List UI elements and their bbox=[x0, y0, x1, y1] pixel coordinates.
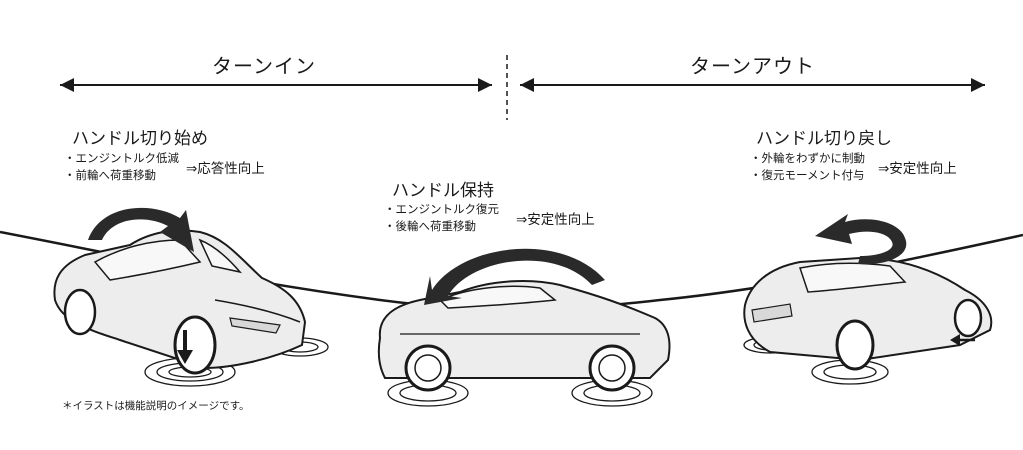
step-hold-bullet: ・後輪へ荷重移動 bbox=[384, 219, 476, 233]
turn-in-double-arrow-icon bbox=[60, 78, 492, 92]
curved-arrow-icon bbox=[424, 248, 605, 305]
step-return-title: ハンドル切り戻し bbox=[756, 129, 892, 149]
car-illustration-turn-out bbox=[743, 256, 993, 385]
car-illustration-hold bbox=[377, 279, 671, 407]
step-start-bullet: ・前輪へ荷重移動 bbox=[64, 168, 156, 182]
step-hold-title: ハンドル保持 bbox=[392, 181, 494, 201]
turn-in-label: ターンイン bbox=[212, 54, 316, 78]
illustration-note: ＊イラストは機能説明のイメージです。 bbox=[62, 400, 250, 412]
step-start-bullet: ・エンジントルク低減 bbox=[64, 151, 179, 165]
step-hold-bullet: ・エンジントルク復元 bbox=[384, 202, 499, 216]
step-return-effect: ⇒安定性向上 bbox=[878, 161, 957, 177]
curved-arrow-icon bbox=[88, 207, 194, 252]
car-illustration-turn-in bbox=[53, 229, 329, 387]
turn-out-double-arrow-icon bbox=[520, 78, 985, 92]
step-return-bullet: ・外輪をわずかに制動 bbox=[750, 151, 865, 165]
turn-out-label: ターンアウト bbox=[690, 54, 815, 78]
step-start-effect: ⇒応答性向上 bbox=[186, 161, 265, 177]
step-return-bullet: ・復元モーメント付与 bbox=[750, 168, 865, 182]
step-hold-effect: ⇒安定性向上 bbox=[516, 212, 595, 228]
brake-arrow-icon bbox=[950, 334, 975, 346]
curved-arrow-icon bbox=[815, 214, 907, 265]
step-start-title: ハンドル切り始め bbox=[72, 129, 208, 149]
down-arrow-icon bbox=[177, 330, 193, 364]
